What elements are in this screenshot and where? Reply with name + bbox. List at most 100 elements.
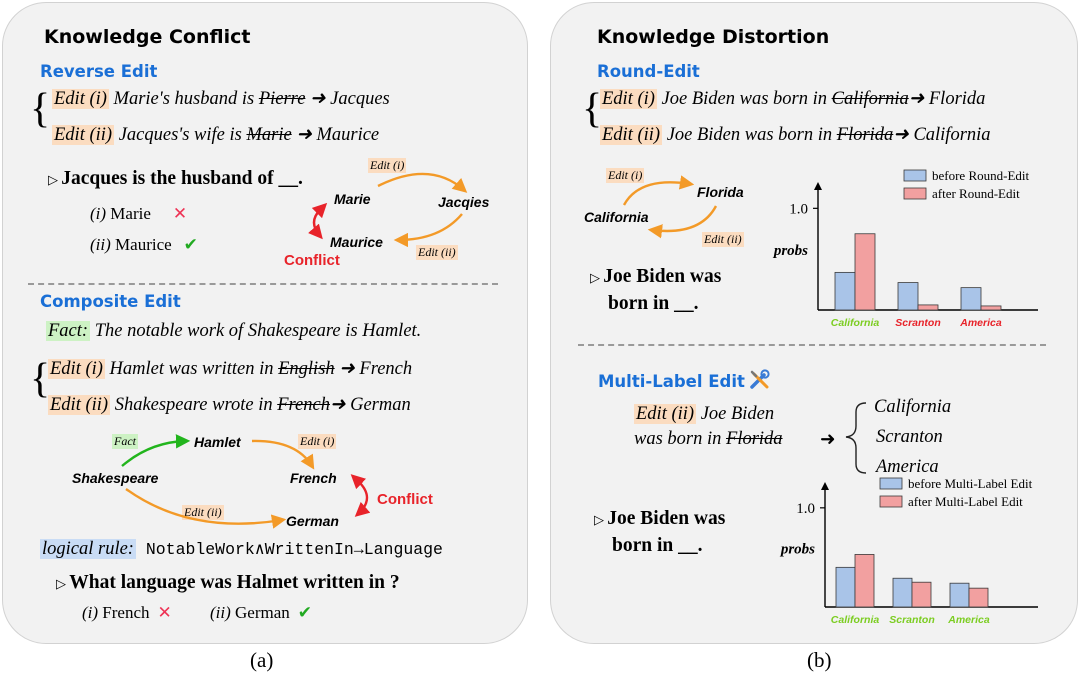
logical-rule: logical rule: NotableWork∧WrittenIn→Lang… xyxy=(40,539,443,560)
panel-a-title: Knowledge Conflict xyxy=(44,26,251,48)
y-axis-arrow-icon xyxy=(814,182,822,190)
legend-label: before Round-Edit xyxy=(932,168,1030,183)
new-value: Jacques xyxy=(330,89,390,109)
bar xyxy=(960,287,982,311)
x-tick-label: Scranton xyxy=(895,317,941,329)
edit-text: Hamlet was written in xyxy=(104,359,279,379)
option-text: Marie xyxy=(110,204,151,223)
diagram-edit-2-tag: Edit (ii) xyxy=(416,245,458,260)
round-question: ▷ Joe Biden was xyxy=(590,266,721,288)
bar xyxy=(854,554,875,608)
caption-a: (a) xyxy=(250,648,274,672)
node-shakespeare: Shakespeare xyxy=(72,470,159,486)
triangle-icon: ▷ xyxy=(594,512,608,527)
diagram-edit-1-tag: Edit (i) xyxy=(606,168,645,183)
old-value: English xyxy=(278,359,335,379)
diagram-edit-2-tag: Edit (ii) xyxy=(702,232,744,247)
rule-text: NotableWork∧WrittenIn→Language xyxy=(135,540,443,559)
old-value: California xyxy=(831,89,909,109)
diagram-edit-2-tag: Edit (ii) xyxy=(182,505,224,520)
edit-tag: Edit (ii) xyxy=(48,395,111,415)
x-tick-label: America xyxy=(959,317,1002,329)
bar xyxy=(968,587,989,608)
round-edit-heading: Round-Edit xyxy=(597,62,700,81)
y-axis-label: probs xyxy=(772,243,808,259)
edge-jacqies-maurice xyxy=(393,213,463,248)
multi-label-edit-line2: was born in Florida xyxy=(634,429,783,450)
check-icon: ✔ xyxy=(297,603,313,623)
edit-text: Jacques's wife is xyxy=(114,125,247,145)
reverse-edit-2: Edit (ii) Jacques's wife is Marie ➜ Maur… xyxy=(52,124,379,146)
bar xyxy=(980,305,1002,311)
caption-b: (b) xyxy=(807,648,832,672)
arrow-icon: ➜ xyxy=(329,395,351,415)
legend-swatch xyxy=(903,169,927,182)
x-tick-label: California xyxy=(831,317,880,329)
node-maurice: Maurice xyxy=(330,234,383,250)
edit-text: was born in xyxy=(634,429,727,449)
new-value: French xyxy=(359,359,413,379)
multi-label-edit-line1: Edit (ii) Joe Biden xyxy=(634,404,774,425)
triangle-icon: ▷ xyxy=(590,270,604,285)
composite-edit-1: Edit (i) Hamlet was written in English ➜… xyxy=(48,358,412,380)
bar xyxy=(911,581,932,608)
composite-option-1: (i) French✕ xyxy=(82,603,172,623)
edit-text: Joe Biden xyxy=(696,404,775,424)
composite-option-2: (ii) German✔ xyxy=(210,603,312,623)
multi-label-option-2: Scranton xyxy=(876,427,943,447)
diagram-fact-tag: Fact xyxy=(112,434,138,449)
round-question-line2: born in __. xyxy=(608,293,699,314)
round-edit-brace: { xyxy=(582,86,603,132)
arrow-icon: ➜ xyxy=(820,430,836,450)
edit-tag: Edit (ii) xyxy=(634,404,697,424)
reverse-option-2: (ii) Maurice✔ xyxy=(90,235,198,255)
reverse-edit-heading: Reverse Edit xyxy=(40,62,158,81)
edit-tag: Edit (i) xyxy=(600,89,657,109)
diagram-edit-1-tag: Edit (i) xyxy=(368,158,407,173)
cross-icon: ✕ xyxy=(172,204,188,224)
legend-label: after Round-Edit xyxy=(932,186,1020,201)
arrow-icon: ➜ xyxy=(893,125,914,145)
bar xyxy=(892,577,913,608)
legend-label: before Multi-Label Edit xyxy=(908,476,1033,491)
composite-fact: Fact: The notable work of Shakespeare is… xyxy=(46,321,421,342)
node-california: California xyxy=(584,209,649,225)
node-german: German xyxy=(286,513,339,529)
round-edit-2: Edit (ii) Joe Biden was born in Florida➜… xyxy=(600,124,991,146)
edit-text: Shakespeare wrote in xyxy=(110,395,278,415)
composite-edit-heading: Composite Edit xyxy=(40,292,181,311)
y-axis-arrow-icon xyxy=(821,482,829,490)
check-icon: ✔ xyxy=(183,235,198,255)
legend-swatch xyxy=(879,477,903,490)
edge-shakespeare-german xyxy=(125,488,287,529)
arrow-icon: ➜ xyxy=(334,359,360,379)
x-tick-label: Scranton xyxy=(889,614,935,626)
edit-tag: Edit (ii) xyxy=(52,125,115,145)
composite-edit-brace: { xyxy=(30,356,51,402)
multi-label-question-line2: born in __. xyxy=(612,535,703,556)
edit-tag: Edit (i) xyxy=(52,89,109,109)
heading-text: Multi-Label Edit xyxy=(598,372,745,391)
edit-tag: Edit (ii) xyxy=(600,125,663,145)
diagram-edit-1-tag: Edit (i) xyxy=(298,434,337,449)
option-number: (i) xyxy=(90,204,107,223)
y-axis-label: probs xyxy=(779,541,815,557)
panel-b-divider xyxy=(578,344,1046,346)
panel-b-title: Knowledge Distortion xyxy=(597,26,830,48)
edge-marie-jacqies xyxy=(377,172,468,193)
fact-tag: Fact: xyxy=(46,321,91,341)
tools-icon xyxy=(750,369,770,389)
multi-label-option-3: America xyxy=(876,457,939,477)
reverse-edit-brace: { xyxy=(30,86,51,132)
conflict-label: Conflict xyxy=(377,491,433,508)
question-text: Jacques is the husband of __. xyxy=(61,168,303,189)
node-hamlet: Hamlet xyxy=(194,434,241,450)
arrow-icon: ➜ xyxy=(291,125,317,145)
node-jacqies: Jacqies xyxy=(438,194,490,210)
rule-tag: logical rule: xyxy=(40,539,136,559)
reverse-question: ▷ Jacques is the husband of __. xyxy=(48,168,303,190)
x-tick-label: America xyxy=(947,614,990,626)
multi-label-option-1: California xyxy=(874,397,952,417)
question-text: Joe Biden was xyxy=(607,508,726,529)
